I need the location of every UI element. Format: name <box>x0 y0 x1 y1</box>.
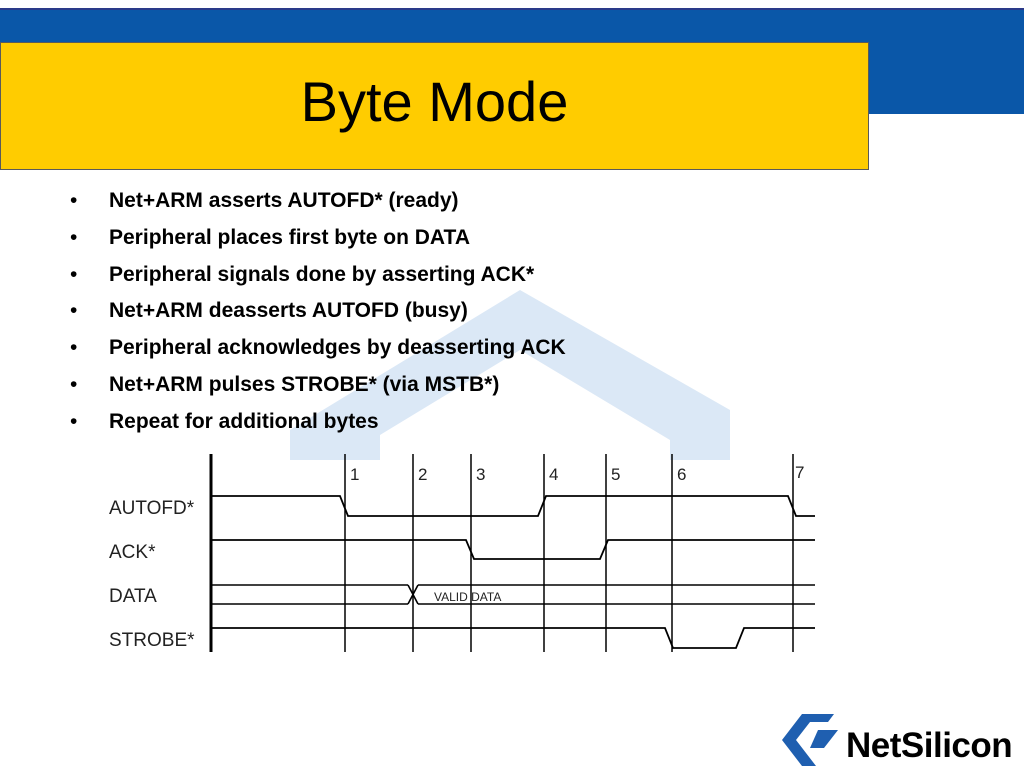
signal-label-strobe: STROBE* <box>109 630 195 651</box>
autofd-waveform <box>211 495 815 517</box>
time-marker-lines <box>344 454 794 652</box>
bullet-marker: • <box>70 299 78 323</box>
signal-label-data: DATA <box>109 586 157 607</box>
bullet-marker: • <box>70 336 78 360</box>
bullet-item: • Peripheral acknowledges by deasserting … <box>70 332 566 369</box>
logo-text: NetSilicon <box>846 726 1013 765</box>
bullet-marker: • <box>70 225 78 249</box>
marker-label: 1 <box>350 465 359 484</box>
bullet-item: • Peripheral places first byte on DATA <box>70 222 566 259</box>
bullet-marker: • <box>70 189 78 212</box>
marker-label: 7 <box>795 463 804 482</box>
bullet-item: • Net+ARM asserts AUTOFD* (ready) <box>70 185 566 222</box>
netsilicon-logo: NetSilicon <box>774 708 1024 768</box>
signal-label-autofd: AUTOFD* <box>109 498 195 519</box>
signal-label-ack: ACK* <box>109 542 156 563</box>
marker-label: 4 <box>549 465 558 484</box>
timing-diagram: 1 2 3 4 5 6 7 AUTOFD* ACK* DATA STROBE* … <box>109 454 815 652</box>
ack-waveform <box>211 539 815 560</box>
bullet-text: Net+ARM deasserts AUTOFD (busy) <box>109 299 468 323</box>
bullet-marker: • <box>70 262 78 286</box>
bullet-item: • Peripheral signals done by asserting AC… <box>70 259 566 296</box>
slide-title: Byte Mode <box>300 70 569 133</box>
bullet-item: • Net+ARM deasserts AUTOFD (busy) <box>70 295 566 332</box>
strobe-waveform <box>211 627 815 649</box>
valid-data-label: VALID DATA <box>434 590 501 604</box>
title-box: Byte Mode <box>0 42 869 170</box>
bullet-marker: • <box>70 372 78 396</box>
bullet-item: • Repeat for additional bytes <box>70 406 566 443</box>
bullet-marker: • <box>70 409 78 433</box>
watermark-chevron-icon <box>290 290 730 460</box>
bullet-item: • Net+ARM pulses STROBE* (via MSTB*) <box>70 369 566 406</box>
marker-label: 5 <box>611 465 620 484</box>
marker-label: 3 <box>476 465 485 484</box>
marker-label: 2 <box>418 465 427 484</box>
bullet-list: • Net+ARM asserts AUTOFD* (ready) • Periph… <box>70 185 566 443</box>
bullet-text: Repeat for additional bytes <box>109 409 379 433</box>
data-waveform <box>211 584 815 605</box>
bullet-text: Peripheral acknowledges by deasserting A… <box>109 336 566 360</box>
bullet-text: Net+ARM asserts AUTOFD* (ready) <box>109 189 459 212</box>
bullet-text: Peripheral places first byte on DATA <box>109 225 470 249</box>
marker-label: 6 <box>677 465 686 484</box>
bullet-text: Net+ARM pulses STROBE* (via MSTB*) <box>109 372 500 396</box>
netsilicon-logo-icon <box>782 714 838 766</box>
bullet-text: Peripheral signals done by asserting ACK… <box>109 262 535 286</box>
